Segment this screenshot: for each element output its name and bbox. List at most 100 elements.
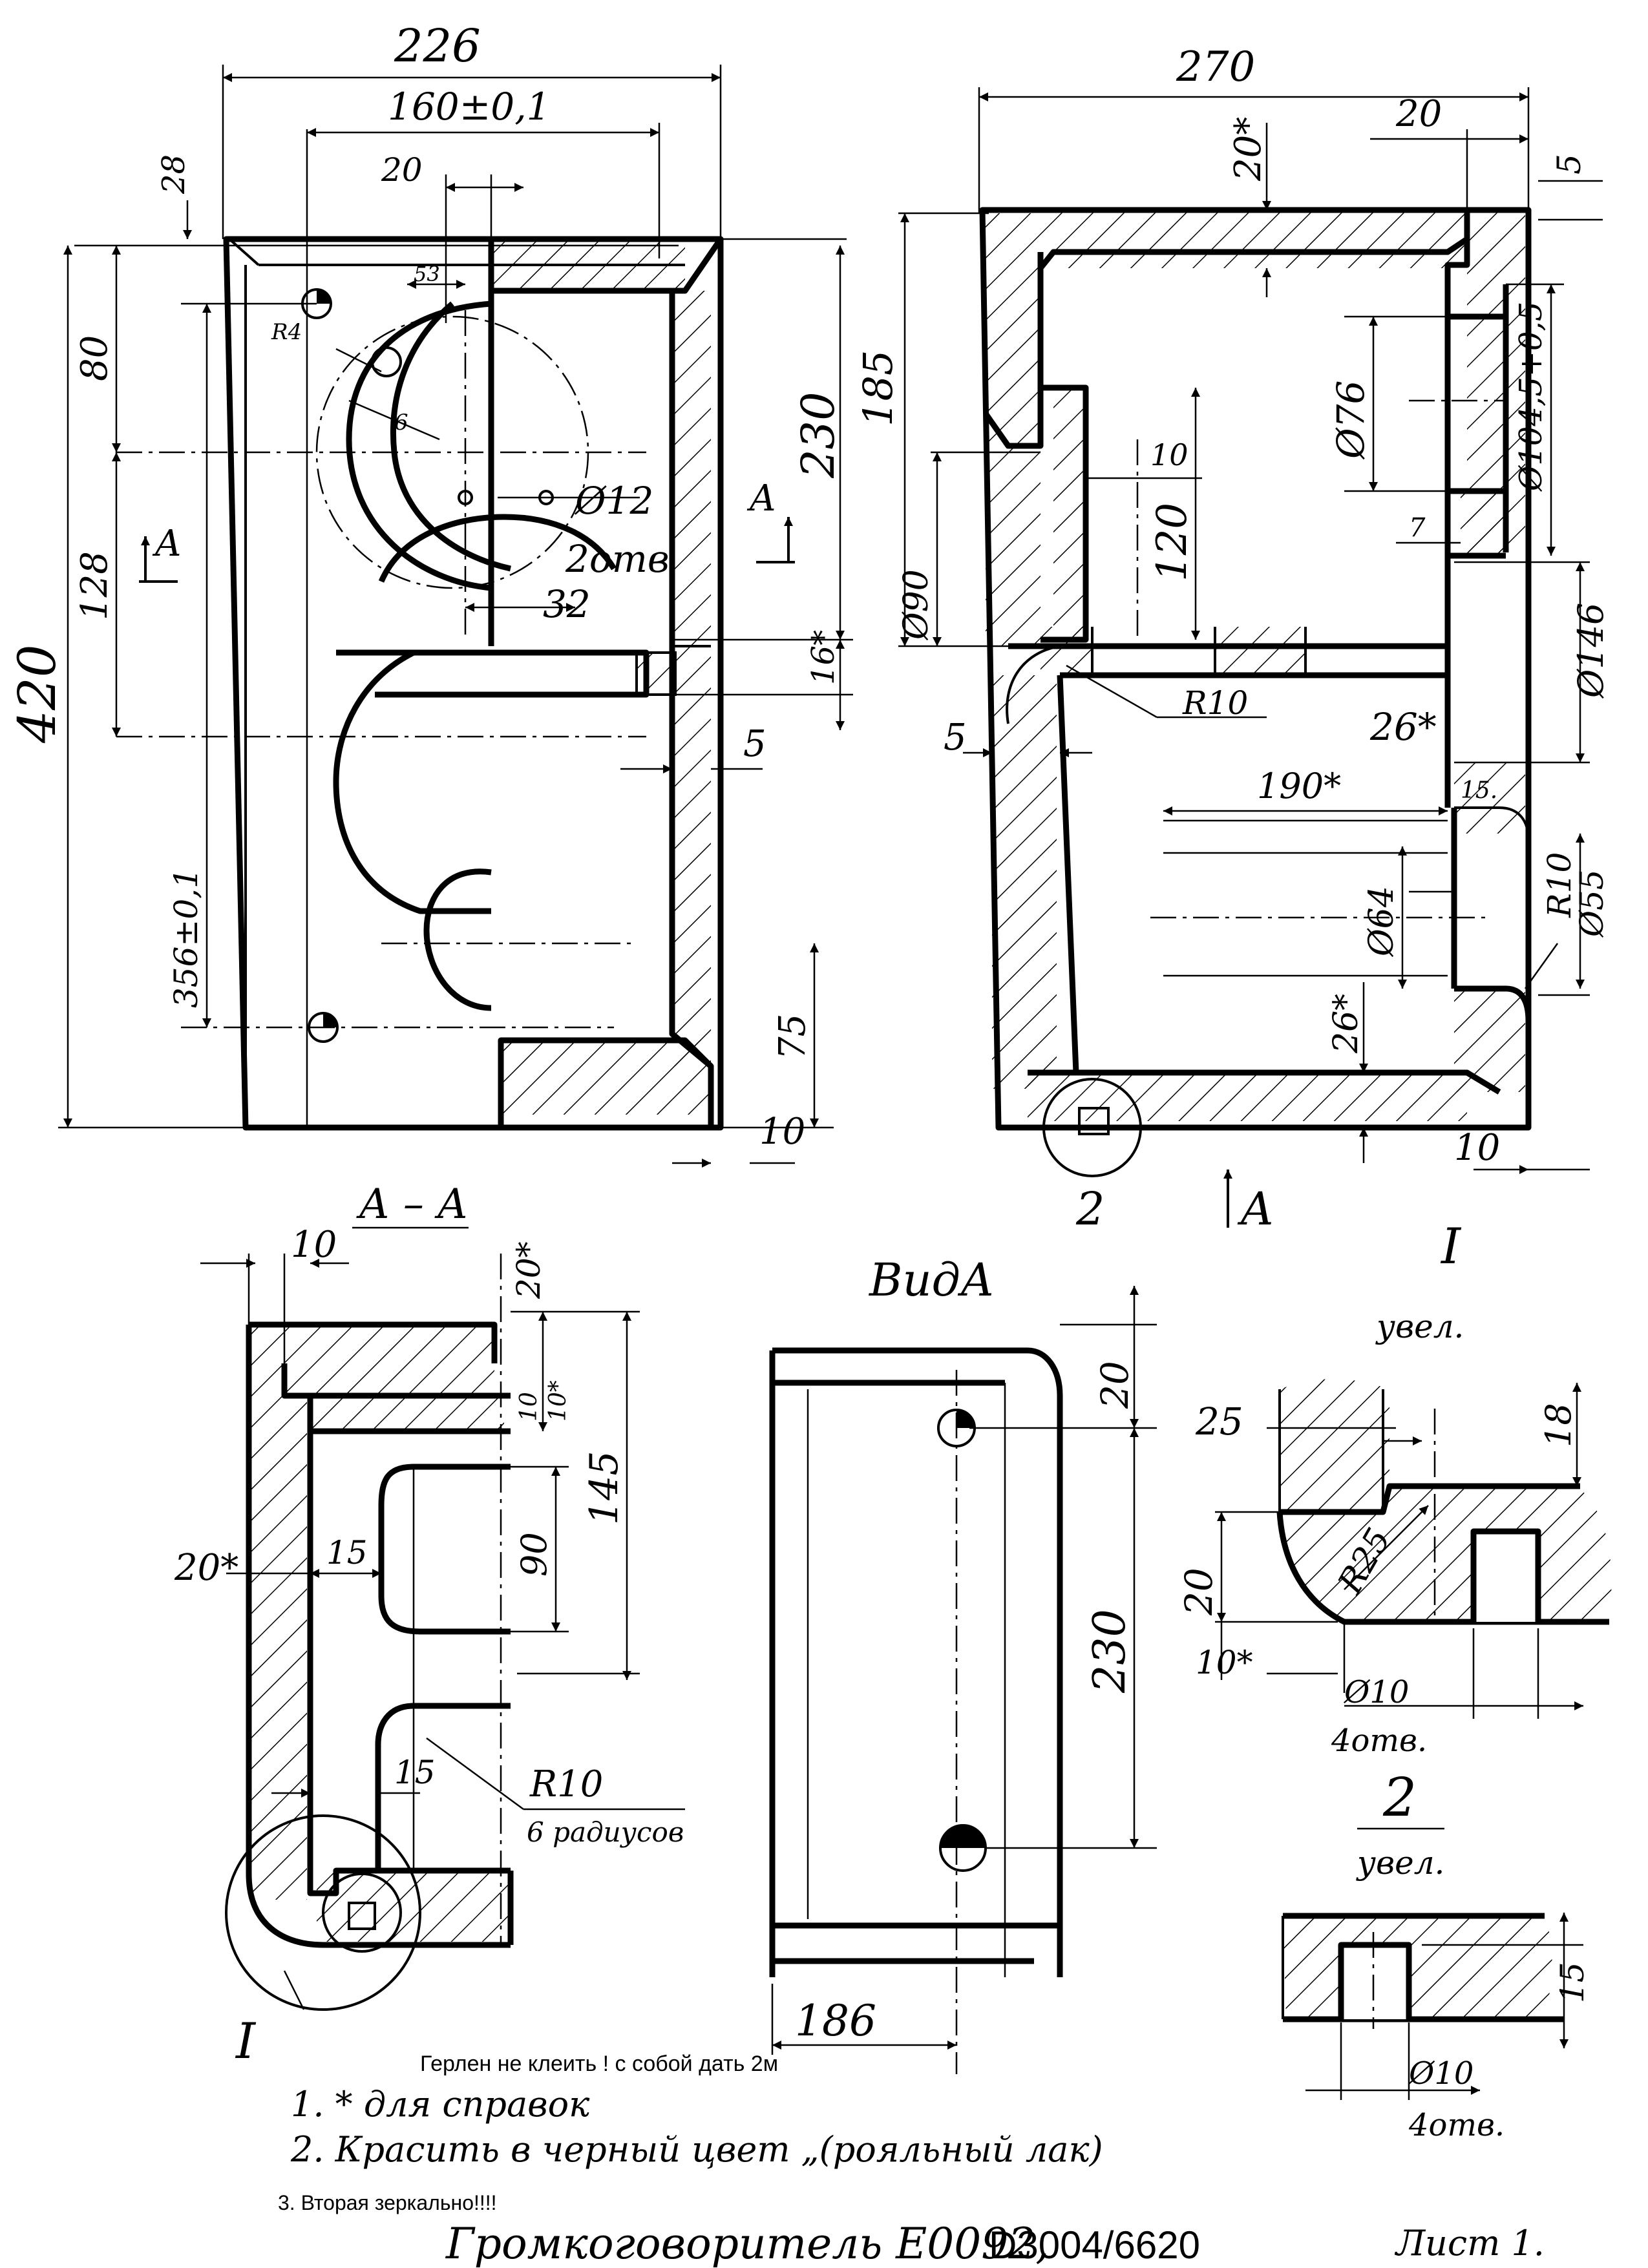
detail-i-title: I: [1440, 1217, 1462, 1275]
sheet-number: Лист 1.: [1394, 2223, 1545, 2263]
dim-190: 190*: [1257, 766, 1341, 806]
dim-25-detail: 25: [1195, 1400, 1243, 1444]
dim-20-viewa: 20: [1093, 1361, 1137, 1409]
dim-phi10-detail-2: Ø10: [1408, 2055, 1474, 2092]
dim-226: 226: [394, 19, 481, 72]
note-6-radii: 6 радиусов: [527, 1816, 684, 1848]
note-1: 1. * для справок: [291, 2084, 590, 2125]
front-view-labels: 226 160±0,1 20 28 53 R4 6 80 128 420 356…: [7, 19, 845, 1153]
section-arrow-a-left: A: [152, 523, 181, 565]
dim-16: 16*: [805, 630, 841, 685]
section-arrow-a-right: A: [746, 478, 776, 520]
view-a: [769, 1286, 1157, 2074]
front-top-slab: [491, 239, 685, 291]
dim-356: 356±0,1: [167, 868, 205, 1008]
dim-10-star-detail: 10*: [1196, 1644, 1253, 1681]
detail-2-holes: 4отв.: [1408, 2107, 1505, 2143]
detail-2: [1282, 1913, 1583, 2100]
front-view: [58, 65, 853, 1168]
dim-20-aa-top: 20*: [510, 1241, 547, 1299]
dim-7: 7: [1409, 513, 1426, 543]
dim-230-viewa: 230: [1084, 1609, 1136, 1694]
dim-186: 186: [795, 1996, 876, 2046]
dim-185: 185: [854, 350, 902, 426]
dim-phi10-detail-i: Ø10: [1344, 1674, 1409, 1710]
dim-6: 6: [394, 410, 408, 436]
dim-15-aa-a: 15: [326, 1534, 368, 1571]
dim-phi104: Ø104,5+0,5: [1513, 302, 1549, 492]
dim-10-aa-b: 10*: [545, 1380, 571, 1422]
dim-26b: 26*: [1327, 994, 1366, 1054]
dim-r10-side: R10: [1182, 684, 1248, 722]
dim-32: 32: [543, 582, 591, 626]
dim-5: 5: [743, 723, 766, 765]
dim-160: 160±0,1: [388, 85, 551, 129]
dim-phi12: Ø12: [574, 479, 653, 523]
dim-r4: R4: [271, 319, 302, 345]
dim-15-detail-2: 15: [1554, 1962, 1591, 2003]
dim-10: 10: [759, 1111, 805, 1153]
dim-26a: 26*: [1369, 705, 1437, 749]
dim-10-side-bottom: 10: [1454, 1127, 1500, 1169]
view-a-title: ВидА: [868, 1254, 995, 1307]
dim-75: 75: [772, 1014, 814, 1060]
view-a-labels: ВидА 20 230 186: [795, 1254, 1137, 2046]
dim-10-aa: 10: [291, 1224, 337, 1266]
dim-20-right: 20: [1395, 93, 1442, 135]
dim-5-left: 5: [944, 717, 967, 759]
note-3: 3. Вторая зеркально!!!!: [278, 2191, 497, 2214]
detail-2-labels: 2 увел. 15 Ø10 4отв.: [1356, 1767, 1591, 2143]
dim-10-side: 10: [1150, 437, 1188, 472]
dim-5-right: 5: [1550, 154, 1588, 174]
dim-28: 28: [156, 154, 192, 194]
dim-15-aa-b: 15: [394, 1754, 436, 1791]
dim-145: 145: [582, 1451, 627, 1525]
dim-phi55: Ø55: [1573, 869, 1611, 938]
dim-r10-aa: R10: [529, 1763, 603, 1805]
dim-2-holes: 2отв: [565, 537, 670, 581]
printed-note: Герлен не клеить ! с собой дать 2м: [420, 2052, 778, 2076]
side-section-view: [898, 87, 1603, 1228]
dim-20-detail: 20: [1177, 1568, 1221, 1616]
callout-i: I: [235, 2012, 257, 2070]
dim-r10-lower: R10: [1541, 852, 1578, 918]
callout-2: 2: [1075, 1182, 1105, 1235]
side-section-labels: 270 20* 20 5 185 Ø76 Ø104,5+0,5 10 120 7…: [854, 43, 1611, 1235]
drawing-title: Громкоговоритель Е0092,: [445, 2219, 1049, 2268]
title-block: Громкоговоритель Е0092, D3004/6620 Лист …: [445, 2219, 1545, 2268]
dim-120: 120: [1148, 503, 1196, 582]
dim-128: 128: [74, 551, 116, 620]
notes: Герлен не клеить ! с собой дать 2м 1. * …: [278, 2052, 1103, 2214]
dim-15-side: 15.: [1461, 777, 1497, 804]
dim-230: 230: [792, 392, 845, 479]
note-2: 2. Красить в черный цвет „(рояльный лак): [290, 2129, 1103, 2170]
dim-18-detail: 18: [1538, 1403, 1579, 1447]
dim-80: 80: [74, 335, 116, 381]
detail-i: [1215, 1379, 1612, 1719]
view-arrow-a: A: [1237, 1182, 1274, 1235]
section-aa-labels: А – А 10 20* 10 10* 145 20* 15 90 15 R10…: [174, 1181, 684, 2070]
section-aa-title: А – А: [356, 1181, 469, 1228]
dim-20-top: 20*: [1227, 117, 1269, 182]
dim-53: 53: [414, 262, 440, 286]
dim-20-aa-left: 20*: [174, 1547, 238, 1589]
front-right-wall: [672, 291, 711, 1066]
detail-2-title: 2: [1382, 1767, 1417, 1829]
drawing-number: D3004/6620: [989, 2223, 1200, 2267]
detail-2-subtitle: увел.: [1356, 1844, 1444, 1882]
detail-i-subtitle: увел.: [1375, 1308, 1464, 1345]
dim-420: 420: [7, 644, 67, 744]
dim-phi76: Ø76: [1329, 381, 1373, 460]
front-bottom-slab: [501, 1040, 711, 1115]
mounting-hole-icon: [939, 1824, 987, 1872]
section-aa-view: [200, 1254, 685, 2011]
dim-90-aa: 90: [514, 1532, 555, 1577]
dim-10-aa-a: 10: [516, 1392, 542, 1422]
dim-phi90: Ø90: [897, 569, 936, 641]
dim-20: 20: [381, 151, 423, 189]
dim-phi146: Ø146: [1570, 603, 1611, 699]
detail-i-holes: 4отв.: [1331, 1723, 1427, 1759]
dim-270: 270: [1176, 43, 1255, 91]
dim-phi64: Ø64: [1362, 886, 1401, 958]
